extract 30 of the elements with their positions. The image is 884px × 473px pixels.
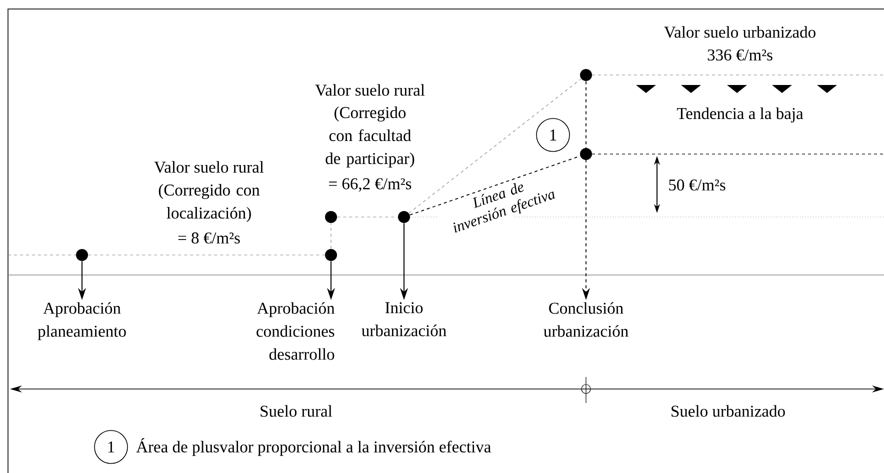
value-label: Suelo urbanizado [672, 405, 785, 417]
value-label: (Corregido con localización) [158, 184, 260, 222]
connector-line [330, 222, 332, 250]
connector-line [408, 78, 582, 214]
point-dot [325, 211, 337, 223]
value-label: 50 €/m²s [669, 179, 726, 191]
circled-number: 1 [94, 430, 128, 464]
edge-label: Línea de inversión efectiva [436, 168, 567, 240]
value-label: Valor suelo rural [154, 161, 264, 173]
event-label: Aprobación planeamiento [38, 302, 126, 340]
point-dot [398, 211, 410, 223]
connector-line [336, 216, 398, 218]
value-label: Suelo rural [260, 405, 332, 417]
value-label: = 8 €/m²s [178, 232, 240, 244]
point-dot [325, 249, 337, 261]
legend-text: Área de plusvalor proporcional a la inversión efectiva [136, 438, 491, 456]
point-dot [580, 148, 592, 160]
value-label: (Corregido con facultad de participar) [326, 106, 414, 168]
value-label: Valor suelo urbanizado [664, 26, 816, 38]
point-dot [580, 69, 592, 81]
value-label: Tendencia a la baja [676, 108, 804, 122]
circled-number: 1 [536, 118, 570, 152]
value-label: Valor suelo rural [315, 84, 425, 96]
connector-line [88, 254, 326, 256]
event-label: Aprobación condiciones desarrollo [256, 302, 335, 360]
event-label: Conclusión urbanización [544, 302, 628, 337]
point-dot [76, 249, 88, 261]
value-label: = 66,2 €/m²s [329, 178, 412, 192]
event-label: Inicio urbanización [362, 302, 446, 336]
value-label: 336 €/m²s [708, 49, 772, 61]
